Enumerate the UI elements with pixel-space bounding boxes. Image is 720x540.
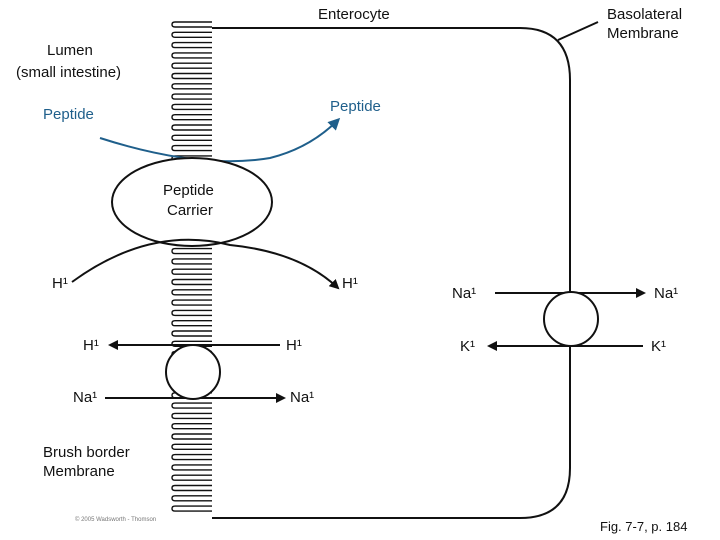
label-basolateral-2: Membrane [607,25,679,42]
h-curve-arrow [71,238,340,290]
label-h-straight-left: H¹ [83,337,99,354]
peptide-arrow [99,117,341,163]
label-brush-2: Membrane [43,463,115,480]
label-na-baso-out: Na¹ [654,285,678,302]
microvillus [171,443,212,450]
label-enterocyte: Enterocyte [318,6,390,23]
microvillus [171,21,212,28]
label-carrier-1: Peptide [163,182,214,199]
label-peptide-left: Peptide [43,106,94,123]
microvillus [171,41,212,49]
microvillus [171,453,212,461]
label-k-baso-left: K¹ [460,338,475,355]
microvillus [171,423,212,430]
label-na-left-in: Na¹ [73,389,97,406]
peptide-carrier [111,157,273,247]
microvillus [171,320,212,327]
label-k-baso-right: K¹ [651,338,666,355]
figure-caption: Fig. 7-7, p. 184 [600,519,687,534]
microvillus [171,247,212,255]
label-na-baso-in: Na¹ [452,285,476,302]
microvillus [171,124,212,131]
microvillus [171,309,212,317]
apical-transporter [165,344,221,400]
microvillus [171,495,212,502]
label-h-curve-right: H¹ [342,275,358,292]
microvillus [171,464,212,471]
microvillus [171,114,212,121]
microvillus [171,505,212,512]
microvillus [171,134,212,141]
microvillus [171,93,212,100]
microvillus [171,31,212,38]
label-peptide-right: Peptide [330,98,381,115]
label-basolateral-1: Basolateral [607,6,682,23]
label-lumen-2: (small intestine) [16,64,121,81]
label-h-curve-left: H¹ [52,275,68,292]
label-carrier-2: Carrier [167,202,213,219]
microvillus [171,433,212,440]
label-na-left-out: Na¹ [290,389,314,406]
label-h-straight-right: H¹ [286,337,302,354]
microvillus [171,268,212,275]
microvillus [171,474,212,481]
microvillus [171,62,212,69]
microvillus [171,83,212,90]
na-k-pump [543,291,599,347]
microvillus [171,412,212,420]
microvillus [171,340,212,347]
microvillus [171,144,212,152]
basolateral-pointer [557,21,599,41]
label-brush-1: Brush border [43,444,130,461]
microvillus [171,289,212,296]
microvillus [171,278,212,286]
enterocyte-outline [212,27,571,519]
microvillus [171,52,212,59]
microvillus [171,330,212,337]
brush-border-microvilli [171,21,212,512]
microvillus [171,258,212,265]
microvillus [171,299,212,306]
microvillus [171,72,212,80]
microvillus [171,484,212,492]
copyright-text: © 2005 Wadsworth - Thomson [75,516,156,523]
microvillus [171,402,212,409]
label-lumen-1: Lumen [47,42,93,59]
microvillus [171,103,212,111]
